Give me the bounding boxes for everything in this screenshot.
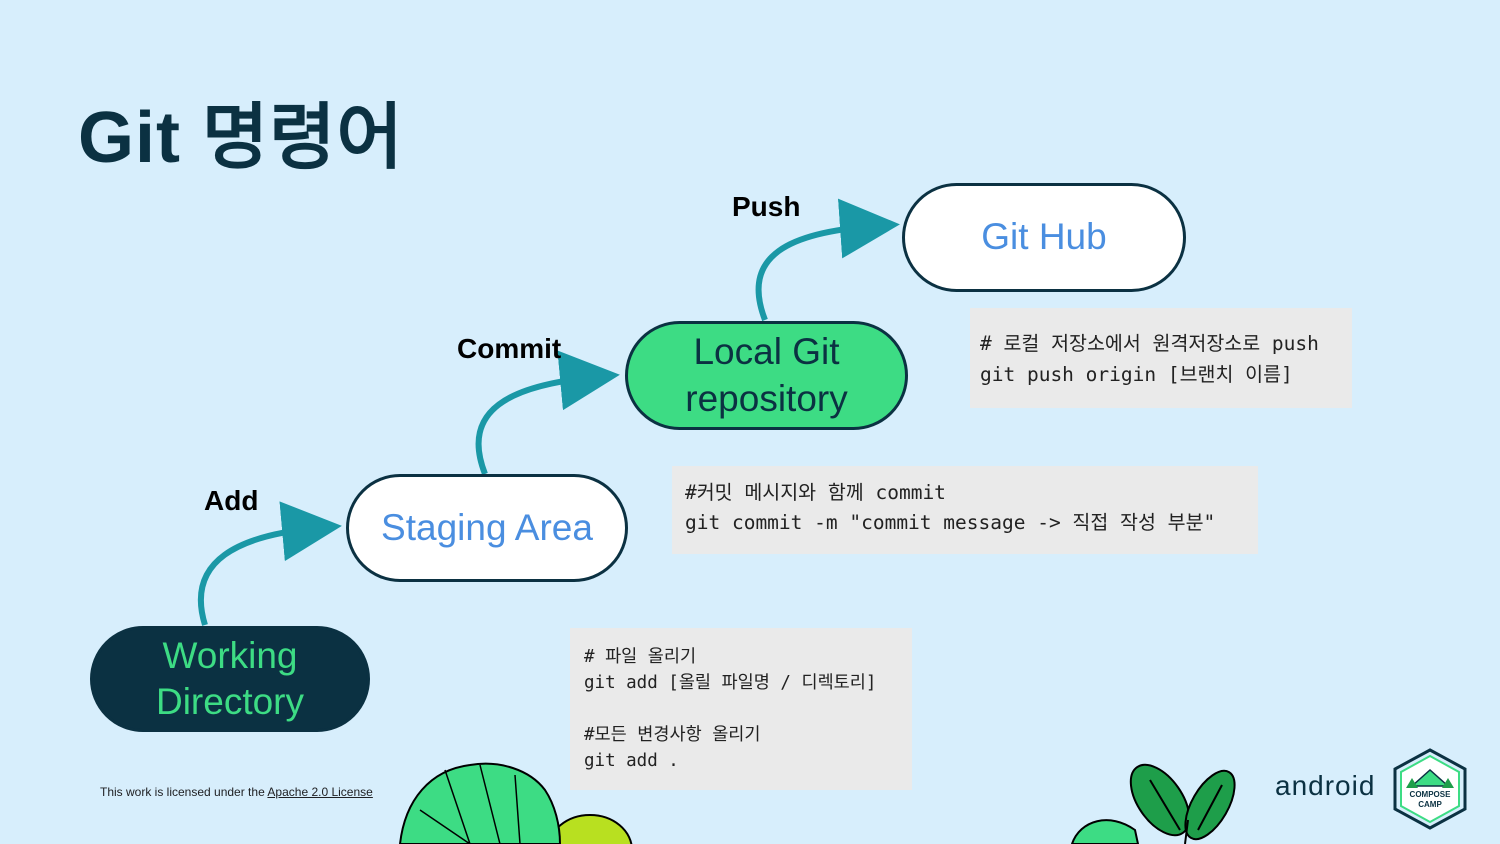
local-git-line2: repository — [685, 377, 848, 419]
android-logo: android — [1275, 770, 1376, 801]
code-line: git add [올릴 파일명 / 디렉토리] — [584, 673, 877, 693]
push-label: Push — [732, 191, 801, 222]
git-hub-label: Git Hub — [981, 216, 1107, 258]
leaf-cluster-center-icon — [398, 762, 633, 844]
commit-arrow — [475, 350, 620, 476]
code-line: git commit -m "commit message -> 직접 작성 부… — [685, 511, 1216, 534]
license-note: This work is licensed under the Apache 2… — [100, 785, 373, 799]
compose-camp-badge-icon — [1393, 748, 1467, 830]
plant-right-icon — [1070, 763, 1236, 844]
commit-code-block: #커밋 메시지와 함께 commit git commit -m "commit … — [672, 466, 1258, 554]
local-git-repository-node: Local Git repository — [625, 321, 908, 430]
license-prefix: This work is licensed under the — [100, 785, 268, 799]
add-arrow — [197, 501, 342, 626]
add-label: Add — [204, 485, 259, 516]
code-line: # 파일 올리기 — [584, 647, 697, 667]
code-line: git push origin [브랜치 이름] — [980, 363, 1293, 386]
badge-line1: COMPOSE — [1409, 790, 1451, 799]
badge-line2: CAMP — [1418, 800, 1442, 809]
slide-title: Git 명령어 — [78, 98, 404, 178]
staging-area-label: Staging Area — [381, 506, 593, 548]
code-line: #모든 변경사항 올리기 — [584, 725, 761, 745]
code-line: # 로컬 저장소에서 원격저장소로 push — [980, 332, 1319, 355]
working-directory-line1: Working — [162, 634, 298, 676]
push-arrow — [755, 198, 900, 322]
working-directory-node: Working Directory — [90, 626, 370, 732]
code-line: #커밋 메시지와 함께 commit — [685, 481, 946, 504]
license-link[interactable]: Apache 2.0 License — [267, 785, 373, 799]
push-code-block: # 로컬 저장소에서 원격저장소로 push git push origin [브… — [970, 308, 1352, 408]
git-hub-node: Git Hub — [902, 183, 1186, 292]
commit-label: Commit — [457, 333, 562, 364]
local-git-line1: Local Git — [693, 331, 840, 373]
staging-area-node: Staging Area — [346, 474, 628, 582]
code-line: git add . — [584, 751, 679, 771]
working-directory-line2: Directory — [155, 681, 305, 722]
